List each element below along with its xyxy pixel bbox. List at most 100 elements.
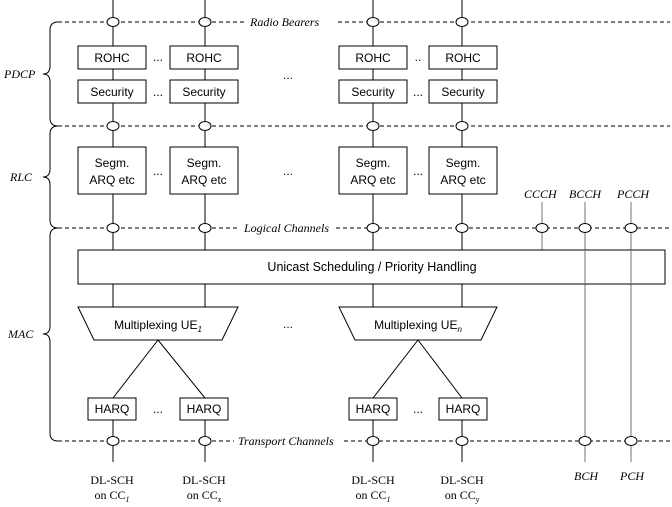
ellipsis-rohc-left: ...: [153, 50, 163, 64]
rohc-box-1: [77, 45, 147, 70]
dlsch-cc-2: on CCx: [187, 488, 222, 504]
port-pr-1: [106, 121, 120, 131]
ports-logical-channels: [106, 223, 638, 233]
pch-label: PCH: [619, 469, 645, 483]
radio-bearers-label: Radio Bearers: [249, 15, 320, 29]
port-tc-pch: [624, 436, 638, 446]
dlsch-name-2: DL-SCH: [182, 473, 226, 487]
ports-pdcp-rlc: [106, 121, 469, 131]
mac-layer-label: MAC: [7, 327, 34, 341]
transport-channels-label: Transport Channels: [238, 434, 334, 448]
port-lc-1: [106, 223, 120, 233]
port-rb-3: [366, 17, 380, 27]
port-lc-ccch: [535, 223, 549, 233]
ellipsis-rlc-right: ...: [413, 164, 423, 178]
bcch-label: BCCH: [569, 187, 602, 201]
pdcp-brace: [42, 21, 59, 127]
security-box-3: [338, 79, 408, 104]
segm-label-2b: ARQ etc: [181, 173, 226, 187]
segm-label-3a: Segm.: [356, 156, 391, 170]
rohc-box-4: [428, 45, 498, 70]
harq-label-2: HARQ: [187, 402, 222, 416]
multiplexer-uen-label: Multiplexing UEn: [374, 318, 462, 334]
port-rb-1: [106, 17, 120, 27]
rlc-layer-label: RLC: [9, 170, 33, 184]
ellipsis-security-right: ...: [413, 85, 423, 99]
harq-label-4: HARQ: [446, 402, 481, 416]
harq-box-1: [87, 397, 137, 421]
port-tc-3: [366, 436, 380, 446]
segm-label-4a: Segm.: [446, 156, 481, 170]
ellipsis-security-left: ...: [153, 85, 163, 99]
dlsch-name-4: DL-SCH: [440, 473, 484, 487]
security-box-4: [428, 79, 498, 104]
dlsch-cc-3: on CC1: [355, 488, 390, 504]
rlc-brace: [42, 125, 59, 229]
ellipsis-harq-right: ...: [413, 402, 423, 416]
segm-box-2: [169, 146, 239, 195]
dlsch-name-1: DL-SCH: [90, 473, 134, 487]
port-tc-4: [455, 436, 469, 446]
harq-label-3: HARQ: [356, 402, 391, 416]
rohc-box-2: [169, 45, 239, 70]
security-label-2: Security: [182, 85, 225, 99]
dlsch-cc-1: on CC1: [94, 488, 129, 504]
bch-label: BCH: [574, 469, 599, 483]
ellipsis-rohc-mid: ...: [283, 68, 293, 82]
pcch-label: PCCH: [616, 187, 650, 201]
ellipsis-harq-left: ...: [153, 402, 163, 416]
port-lc-3: [366, 223, 380, 233]
port-pr-4: [455, 121, 469, 131]
dlsch-cc-4: on CCy: [445, 488, 480, 504]
port-rb-4: [455, 17, 469, 27]
port-lc-4: [455, 223, 469, 233]
ellipsis-rlc-left: ...: [153, 164, 163, 178]
multiplexer-ue1: [77, 306, 239, 341]
ports-radio-bearers: [106, 17, 469, 27]
mux1-harq2-link: [157, 339, 206, 399]
port-pr-3: [366, 121, 380, 131]
security-label-1: Security: [90, 85, 133, 99]
rohc-label-2: ROHC: [186, 51, 222, 65]
port-lc-pcch: [624, 223, 638, 233]
port-rb-2: [198, 17, 212, 27]
ellipsis-mux: ...: [283, 317, 293, 331]
multiplexer-uen: [338, 306, 498, 341]
port-lc-2: [198, 223, 212, 233]
scheduling-box: [77, 249, 666, 285]
harq-box-4: [438, 397, 488, 421]
segm-label-3b: ARQ etc: [350, 173, 395, 187]
port-pr-2: [198, 121, 212, 131]
mux1-harq1-link: [112, 339, 159, 399]
ports-transport-channels: [106, 436, 638, 446]
harq-label-1: HARQ: [95, 402, 130, 416]
multiplexer-ue1-label: Multiplexing UE1: [114, 318, 202, 334]
scheduling-label: Unicast Scheduling / Priority Handling: [267, 260, 476, 274]
ellipsis-rohc-right: ..: [415, 50, 422, 64]
port-tc-1: [106, 436, 120, 446]
security-box-2: [169, 79, 239, 104]
mac-brace: [42, 227, 59, 442]
security-label-4: Security: [441, 85, 484, 99]
harq-box-2: [179, 397, 229, 421]
security-box-1: [77, 79, 147, 104]
segm-label-1a: Segm.: [95, 156, 130, 170]
rohc-label-1: ROHC: [94, 51, 130, 65]
segm-box-3: [338, 146, 408, 195]
segm-label-2a: Segm.: [187, 156, 222, 170]
ccch-label: CCCH: [524, 187, 558, 201]
segm-label-1b: ARQ etc: [89, 173, 134, 187]
muxn-harq3-link: [372, 339, 419, 399]
rohc-label-4: ROHC: [445, 51, 481, 65]
port-lc-bcch: [578, 223, 592, 233]
port-tc-bch: [578, 436, 592, 446]
rohc-box-3: [338, 45, 408, 70]
ellipsis-rlc-mid: ...: [283, 164, 293, 178]
dlsch-name-3: DL-SCH: [351, 473, 395, 487]
segm-label-4b: ARQ etc: [440, 173, 485, 187]
muxn-harq4-link: [417, 339, 463, 399]
logical-channels-label: Logical Channels: [243, 221, 329, 235]
security-label-3: Security: [351, 85, 394, 99]
port-tc-2: [198, 436, 212, 446]
